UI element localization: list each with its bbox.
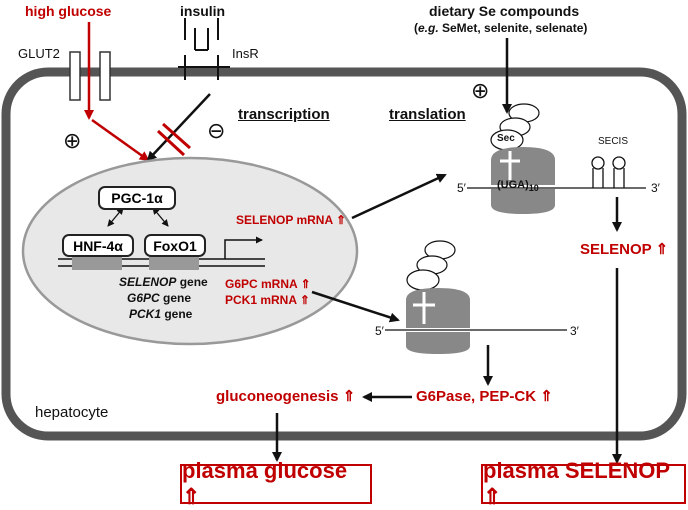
- hepatocyte-label: hepatocyte: [35, 404, 109, 421]
- g6pc-mrna-label: G6PC mRNA ⇑: [225, 277, 311, 291]
- insulin-receptor-icon: [178, 18, 230, 80]
- selenop-gene-label: SELENOP gene: [119, 275, 208, 289]
- pck1-mrna-label: PCK1 mRNA ⇑: [225, 293, 310, 307]
- high-glucose-label: high glucose: [25, 3, 112, 19]
- glucose-stimulation-plus-icon: ⊕: [63, 128, 82, 153]
- glut2-transporter-icon: [69, 51, 111, 101]
- foxo1-box: FoxO1: [144, 234, 206, 257]
- g6pc-gene-label: G6PC gene: [127, 291, 192, 305]
- enzymes-label: G6Pase, PEP-CK ⇑: [416, 388, 553, 405]
- enzyme-ribosome-icon: [406, 240, 470, 354]
- hnf4a-box: HNF-4α: [62, 234, 134, 257]
- gluconeogenesis-label: gluconeogenesis ⇑: [216, 388, 356, 405]
- insulin-inhibition-minus-icon: ⊖: [207, 118, 226, 143]
- glucose-to-pgc-arrow: [91, 118, 150, 162]
- inhibition-bars-icon: [156, 122, 191, 157]
- g6pc-mrna-arrow: [311, 290, 400, 323]
- dietary-se-examples: (e.g. SeMet, selenite, selenate): [414, 21, 588, 35]
- plasma-glucose-box: plasma glucose ⇑: [180, 458, 372, 509]
- glut2-label: GLUT2: [18, 46, 60, 61]
- se-stimulation-plus-icon: ⊕: [471, 78, 490, 103]
- lower-three-prime-label: 3′: [570, 324, 579, 338]
- selenop-ribosome-icon: [490, 103, 555, 214]
- pck1-gene-label: PCK1 gene: [129, 307, 193, 321]
- hepatocyte-cell-membrane: [1, 67, 687, 441]
- secis-label: SECIS: [598, 136, 629, 147]
- pgc1a-box: PGC-1α: [98, 186, 176, 210]
- upper-three-prime-label: 3′: [651, 181, 660, 195]
- upper-five-prime-label: 5′: [457, 181, 466, 195]
- insulin-label: insulin: [180, 3, 226, 19]
- sec-label: Sec: [497, 133, 515, 144]
- transcription-start-arrow: [224, 236, 263, 259]
- insr-label: InsR: [232, 46, 259, 61]
- selenop-mrna-label: SELENOP mRNA ⇑: [236, 213, 347, 227]
- secis-hairpin-icon: [591, 156, 626, 188]
- lower-five-prime-label: 5′: [375, 324, 384, 338]
- insulin-arrow: [146, 93, 211, 162]
- uga-codon-label: (UGA)10: [497, 179, 539, 194]
- hnf4a-binding-site: [72, 255, 122, 270]
- dietary-se-label: dietary Se compounds: [429, 3, 580, 19]
- translation-heading: translation: [389, 106, 466, 123]
- pgc-foxo-link: [152, 207, 169, 227]
- plasma-selenop-box: plasma SELENOP ⇑: [481, 458, 686, 509]
- selenop-protein-label: SELENOP ⇑: [580, 241, 669, 258]
- pgc-hnf-link: [107, 207, 124, 227]
- transcription-heading: transcription: [238, 106, 330, 123]
- foxo1-binding-site: [149, 255, 199, 270]
- selenop-mrna-arrow: [351, 173, 447, 220]
